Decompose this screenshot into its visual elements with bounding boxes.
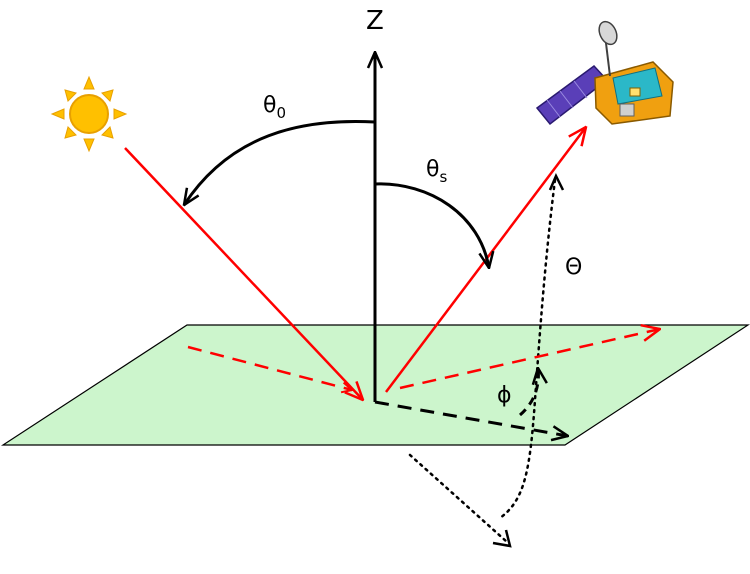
scattering-angle-arc [498,178,557,520]
scattering-angle-label: Θ [565,255,582,280]
projected-incident-ray [187,345,352,390]
sun-icon [50,75,128,153]
solar-zenith-label: θ0 [263,93,286,122]
sensor-zenith-label: θs [426,157,447,186]
incident-solar-ray [124,147,363,400]
relative-azimuth-label: ϕ [497,383,512,408]
forward-scatter-direction [408,453,509,544]
zenith-axis-label: Z [366,6,384,36]
azimuth-reference-line [374,400,568,436]
forward-scatter-arrowhead [492,529,512,548]
relative-azimuth-arc [518,368,538,417]
sensor-zenith-arc [374,182,489,268]
solar-zenith-arc [184,120,376,205]
satellite-icon [535,20,674,126]
scattering-angle-arrowhead [548,173,565,191]
